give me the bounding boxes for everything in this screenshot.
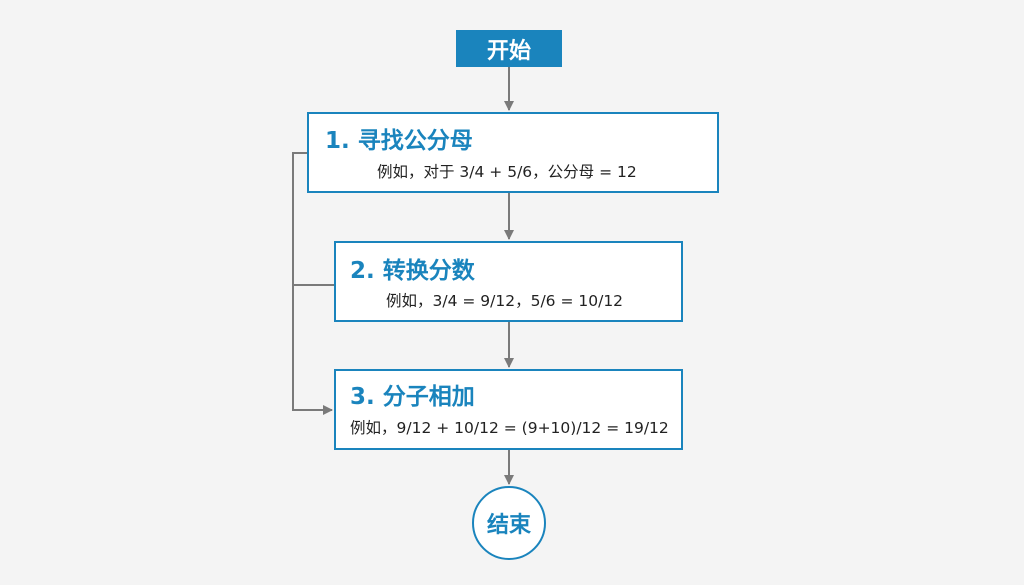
step-detail: 例如，3/4 = 9/12，5/6 = 10/12	[386, 292, 624, 310]
end-label: 结束	[486, 513, 531, 538]
step-add-numerators: 3. 分子相加 例如，9/12 + 10/12 = (9+10)/12 = 19…	[334, 369, 683, 450]
step-title: 3. 分子相加	[350, 384, 475, 410]
step-title: 1. 寻找公分母	[325, 128, 473, 154]
step-find-common-denominator: 1. 寻找公分母 例如，对于 3/4 + 5/6，公分母 = 12	[307, 112, 719, 193]
step-title: 2. 转换分数	[350, 258, 475, 284]
step-detail: 例如，对于 3/4 + 5/6，公分母 = 12	[377, 163, 637, 181]
end-node: 结束	[472, 486, 546, 560]
start-label: 开始	[486, 38, 531, 64]
start-node: 开始	[456, 30, 562, 67]
step-convert-fractions: 2. 转换分数 例如，3/4 = 9/12，5/6 = 10/12	[334, 241, 683, 322]
side-connector-bracket	[292, 152, 333, 415]
step-detail: 例如，9/12 + 10/12 = (9+10)/12 = 19/12	[350, 419, 669, 437]
